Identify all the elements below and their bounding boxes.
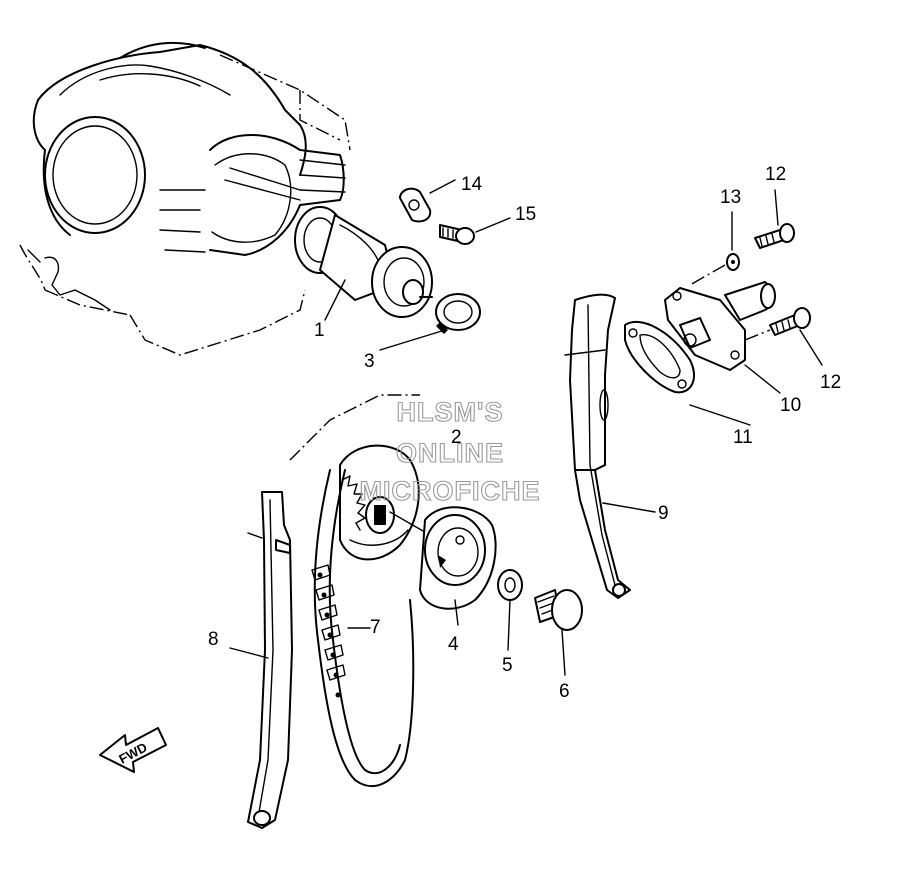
bolt: [439, 224, 475, 245]
cam-chain: [311, 469, 415, 787]
watermark-line-1: HLSM'S: [397, 397, 504, 427]
tensioner-gasket: [624, 320, 751, 426]
tensioner-assembly: [664, 281, 781, 394]
washer: [497, 569, 523, 651]
plate: [399, 187, 432, 223]
callout-12-upper: 12: [765, 164, 786, 185]
callout-9: 9: [658, 503, 669, 524]
tensioner-bolt-upper: [754, 189, 795, 249]
cam-sprocket: [289, 394, 431, 561]
circlip: [435, 293, 481, 334]
callout-12-lower: 12: [820, 372, 841, 393]
watermark-line-3: MICROFICHE: [360, 476, 541, 506]
callout-1: 1: [314, 320, 325, 341]
callout-4: 4: [448, 634, 459, 655]
callout-10: 10: [780, 395, 801, 416]
callout-15: 15: [515, 204, 536, 225]
callout-11: 11: [733, 427, 753, 448]
tensioner-washer: [689, 211, 771, 341]
callout-6: 6: [559, 681, 570, 702]
callout-5: 5: [502, 655, 513, 676]
rotor-pulley: [419, 506, 497, 626]
callout-14: 14: [461, 174, 483, 195]
callout-labels: 1 2 3 4 5 6 7 8 9 10 11 12 12 13 14 15: [208, 164, 841, 702]
watermark: HLSM'S ONLINE MICROFICHE: [359, 396, 541, 506]
fwd-arrow-icon: FWD: [99, 727, 167, 773]
cylinder-head-outline: [19, 41, 351, 356]
watermark-line-2: ONLINE: [396, 438, 504, 468]
callout-3: 3: [364, 351, 375, 372]
callout-8: 8: [208, 629, 219, 650]
bolt-large: [534, 589, 583, 676]
camshaft: [294, 206, 433, 318]
callout-13: 13: [720, 187, 741, 208]
leader-lines-upper: [224, 167, 511, 351]
callout-2: 2: [451, 427, 462, 448]
chain-guide-front: [229, 491, 293, 829]
callout-7: 7: [370, 617, 381, 638]
tensioner-bolt-lower: [769, 307, 823, 366]
chain-guide-rear: [564, 293, 656, 599]
